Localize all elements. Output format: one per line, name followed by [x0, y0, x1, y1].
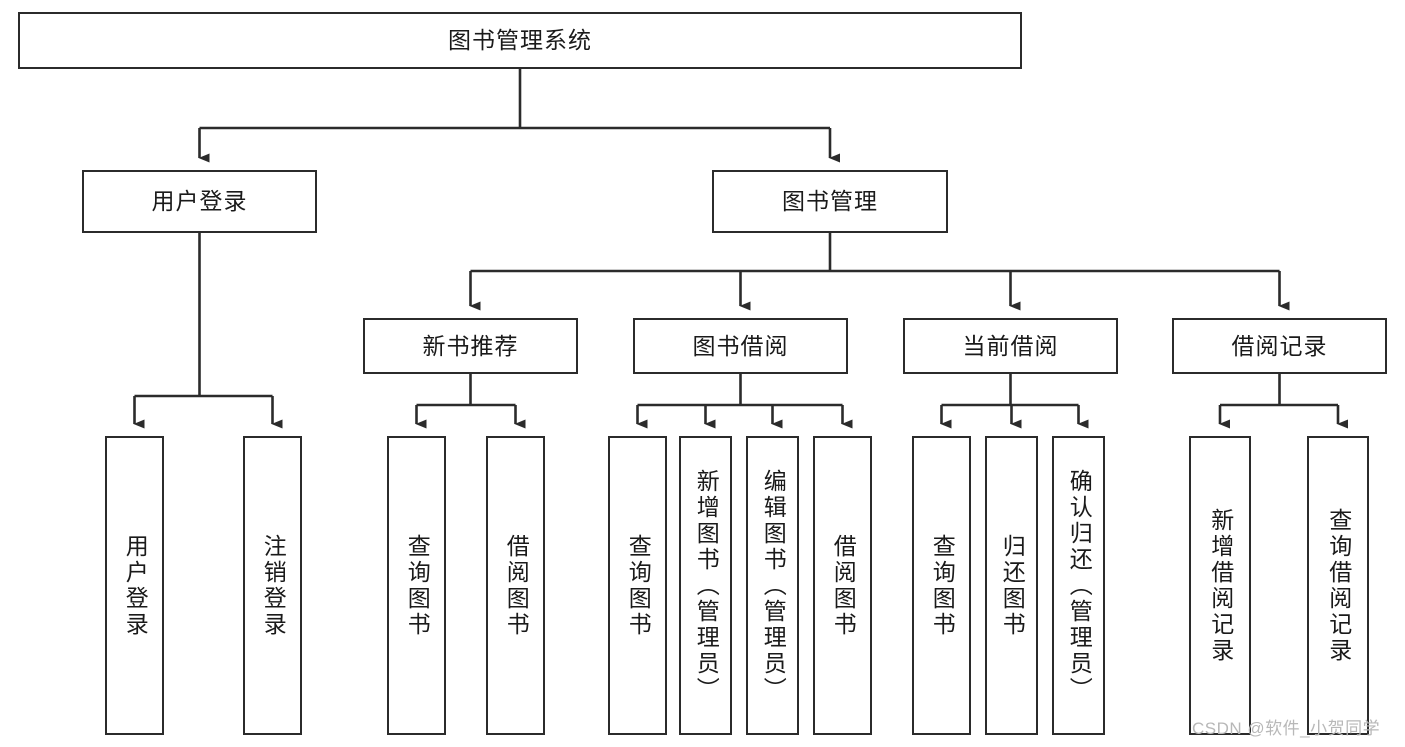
node-label: 借阅图书 [830, 533, 857, 638]
node-label: 图书管理 [782, 188, 878, 215]
node-label: 查询图书 [929, 533, 956, 638]
node-root[interactable]: 图书管理系统 [18, 12, 1022, 69]
node-label: 编辑图书（管理员） [760, 468, 787, 703]
node-b2[interactable]: 借阅图书 [813, 436, 872, 735]
node-bookmgmt[interactable]: 图书管理 [712, 170, 948, 233]
node-logout[interactable]: 注销登录 [243, 436, 302, 735]
node-addbook[interactable]: 新增图书（管理员） [679, 436, 732, 735]
node-label: 借阅图书 [503, 533, 530, 638]
node-q1[interactable]: 查询图书 [387, 436, 446, 735]
node-current[interactable]: 当前借阅 [903, 318, 1118, 374]
node-label: 用户登录 [122, 533, 149, 638]
node-newbook[interactable]: 新书推荐 [363, 318, 578, 374]
node-addrec[interactable]: 新增借阅记录 [1189, 436, 1251, 735]
node-userlogin[interactable]: 用户登录 [105, 436, 164, 735]
node-label: 归还图书 [999, 533, 1026, 638]
node-records[interactable]: 借阅记录 [1172, 318, 1387, 374]
node-label: 用户登录 [151, 188, 248, 215]
node-label: 查询图书 [625, 533, 652, 638]
node-label: 查询借阅记录 [1325, 507, 1352, 664]
node-label: 图书借阅 [692, 332, 789, 359]
node-label: 新增借阅记录 [1207, 507, 1234, 664]
node-label: 新书推荐 [422, 332, 519, 359]
node-qrec[interactable]: 查询借阅记录 [1307, 436, 1369, 735]
node-label: 图书管理系统 [448, 27, 592, 54]
node-label: 当前借阅 [962, 332, 1059, 359]
node-editbook[interactable]: 编辑图书（管理员） [746, 436, 799, 735]
node-label: 借阅记录 [1231, 332, 1328, 359]
node-b1[interactable]: 借阅图书 [486, 436, 545, 735]
node-q2[interactable]: 查询图书 [608, 436, 667, 735]
node-label: 新增图书（管理员） [693, 468, 720, 703]
node-q3[interactable]: 查询图书 [912, 436, 971, 735]
node-return[interactable]: 归还图书 [985, 436, 1038, 735]
node-confirm[interactable]: 确认归还（管理员） [1052, 436, 1105, 735]
csdn-watermark: CSDN @软件_小贺同学 [1192, 719, 1381, 738]
node-label: 查询图书 [404, 533, 431, 638]
node-label: 注销登录 [260, 533, 287, 638]
node-login[interactable]: 用户登录 [82, 170, 317, 233]
node-label: 确认归还（管理员） [1066, 468, 1093, 703]
node-borrow[interactable]: 图书借阅 [633, 318, 848, 374]
